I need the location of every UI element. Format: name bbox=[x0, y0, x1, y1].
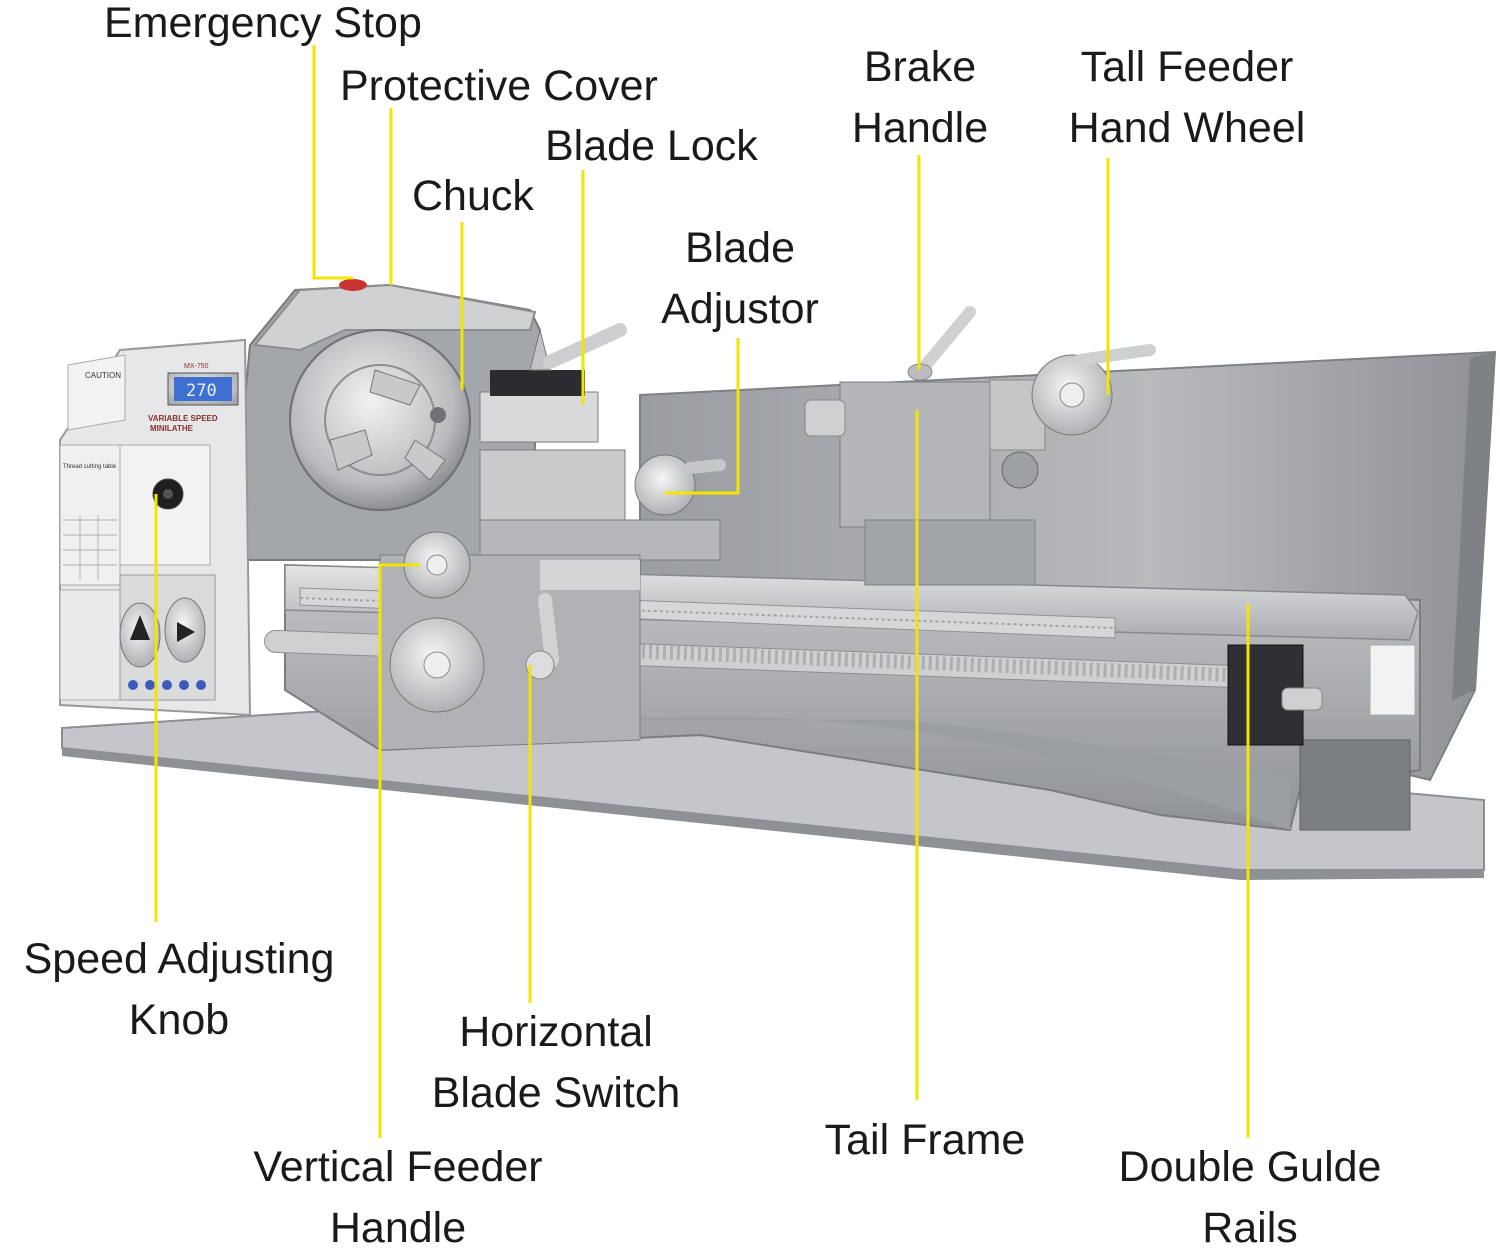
threading-table-plate bbox=[59, 444, 121, 586]
horizontal-blade-switch-knob bbox=[525, 650, 555, 680]
label-blade-lock: Blade Lock bbox=[545, 122, 758, 170]
leader-emergency-stop bbox=[312, 45, 353, 280]
compound-slide bbox=[479, 449, 626, 531]
emergency-stop-button bbox=[339, 279, 367, 291]
label-protective-cover: Protective Cover bbox=[340, 62, 658, 110]
display-readout: 270 bbox=[186, 381, 217, 401]
caution-text: CAUTION bbox=[85, 371, 121, 380]
tailstock bbox=[839, 381, 991, 528]
leader-lines bbox=[154, 45, 1250, 1138]
blade-adjustor-wheel bbox=[634, 454, 696, 516]
panel-heading: VARIABLE SPEED bbox=[148, 414, 218, 423]
label-brake-handle: Brake Handle bbox=[851, 43, 989, 152]
label-tail-frame: Tail Frame bbox=[824, 1116, 1026, 1164]
tool-post bbox=[479, 391, 599, 443]
label-horizontal-blade-switch: Horizontal Blade Switch bbox=[431, 1008, 681, 1117]
threading-table-title: Thread cutting table bbox=[63, 464, 117, 470]
label-double-gulde-rails: Double Gulde Rails bbox=[1118, 1143, 1382, 1252]
label-emergency-stop: Emergency Stop bbox=[104, 0, 422, 47]
leader-vertical-feeder-handle bbox=[378, 563, 420, 1138]
label-vertical-feeder-handle: Vertical Feeder Handle bbox=[253, 1143, 543, 1252]
panel-subheading: MINILATHE bbox=[150, 424, 194, 433]
label-chuck: Chuck bbox=[412, 172, 534, 220]
label-speed-adjusting-knob: Speed Adjusting Knob bbox=[23, 935, 335, 1044]
label-blade-adjustor: Blade Adjustor bbox=[661, 224, 819, 333]
protective-cover-shape bbox=[253, 283, 537, 352]
nameplate: MX-750 bbox=[184, 363, 209, 370]
label-tall-feeder-hand-wheel: Tall Feeder Hand Wheel bbox=[1068, 43, 1306, 152]
leader-blade-adjustor bbox=[665, 338, 740, 495]
